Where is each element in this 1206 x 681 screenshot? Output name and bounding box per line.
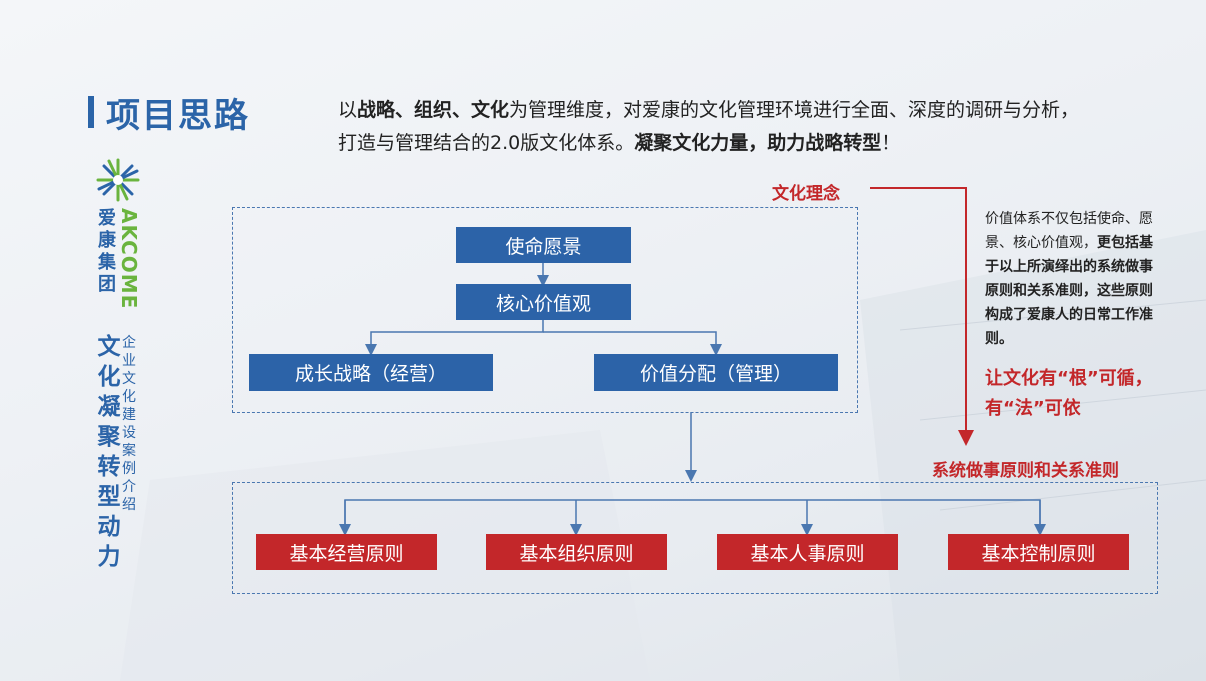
intro-bold-1: 战略、组织、文化	[357, 99, 510, 121]
logo-english-name: AKCOME	[117, 208, 141, 310]
box-core-values: 核心价值观	[456, 284, 631, 320]
vertical-subtitle: 企业文化建设案例介绍	[122, 335, 136, 513]
box-principle-operation: 基本经营原则	[256, 534, 437, 570]
side-description: 价值体系不仅包括使命、愿景、核心价值观，更包括基于以上所演绎出的系统做事原则和关…	[985, 207, 1157, 351]
vertical-slogan: 文化凝聚转型动力	[97, 334, 121, 570]
culture-concept-box	[232, 207, 858, 413]
box-principle-personnel: 基本人事原则	[717, 534, 898, 570]
intro-part-1: 以	[338, 99, 358, 121]
intro-bold-2: 凝聚文化力量，助力战略转型	[634, 132, 882, 154]
culture-concept-label: 文化理念	[772, 184, 840, 204]
intro-text: 以战略、组织、文化为管理维度，对爱康的文化管理环境进行全面、深度的调研与分析，打…	[338, 94, 1098, 160]
title-accent-bar	[88, 96, 94, 128]
principles-box	[232, 482, 1158, 594]
box-principle-control: 基本控制原则	[948, 534, 1129, 570]
page-title: 项目思路	[106, 96, 250, 136]
akcome-logo-icon	[96, 158, 140, 202]
logo-chinese-name: 爱康集团	[98, 208, 116, 295]
side-description-bold: 更包括基于以上所演绎出的系统做事原则和关系准则，这些原则构成了爱康人的日常工作准…	[985, 235, 1153, 347]
box-principle-organization: 基本组织原则	[486, 534, 667, 570]
side-description-normal: 价值体系不仅包括使命、愿景、核心价值观，	[985, 211, 1153, 251]
system-principles-label: 系统做事原则和关系准则	[932, 461, 1119, 481]
intro-part-3: ！	[881, 132, 901, 154]
intro-part-2: 为管理维度，对爱康的文化管理环境进行全面、深度的调研与分析，打造与管理结合的2.…	[338, 99, 1080, 154]
box-mission-vision: 使命愿景	[456, 227, 631, 263]
side-slogan: 让文化有“根”可循，有“法”可依	[985, 368, 1153, 419]
box-growth-strategy: 成长战略（经营）	[249, 354, 493, 391]
box-value-distribution: 价值分配（管理）	[594, 354, 838, 391]
